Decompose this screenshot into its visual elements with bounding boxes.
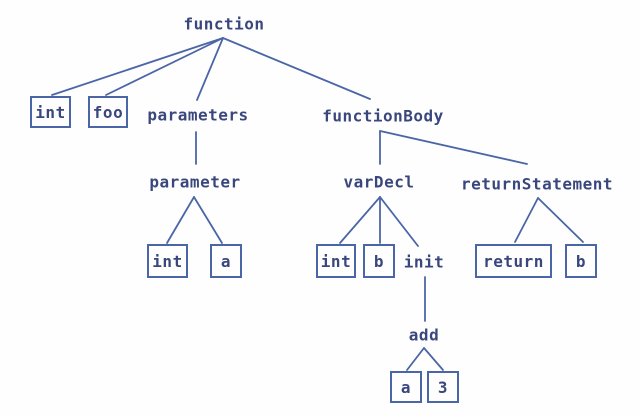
tree-node-return-statement: returnStatement	[461, 174, 613, 194]
tree-node-name-foo: foo	[88, 96, 128, 128]
tree-node-param-name-a: a	[210, 244, 242, 278]
tree-node-var-type-int: int	[316, 244, 356, 278]
tree-node-parameters: parameters	[147, 105, 249, 125]
tree-node-var-name-b: b	[363, 244, 395, 278]
tree-node-function-body: functionBody	[322, 106, 444, 126]
tree-node-operand-3: 3	[427, 371, 459, 403]
tree-node-return-value-b: b	[565, 244, 597, 278]
edge-add-a	[406, 347, 425, 371]
edge-parameter-int	[166, 196, 195, 244]
tree-node-return-keyword: return	[475, 244, 552, 278]
tree-node-init: init	[403, 252, 445, 272]
edge-function-parameters	[196, 37, 224, 101]
edge-vardecl-int	[339, 196, 381, 244]
tree-node-add: add	[408, 325, 440, 345]
tree-node-parameter: parameter	[149, 172, 241, 192]
tree-node-return-type-int: int	[30, 96, 71, 128]
edge-functionbody-returnstatement	[379, 130, 528, 165]
tree-node-function: function	[183, 14, 265, 34]
edge-parameter-a	[193, 196, 223, 244]
edge-returnstatement-return	[514, 197, 539, 243]
edge-vardecl-init	[379, 196, 419, 247]
tree-node-param-type-int: int	[147, 244, 188, 278]
edge-returnstatement-b	[537, 197, 584, 243]
edge-function-functionbody	[222, 37, 371, 100]
edge-function-int	[51, 37, 224, 96]
edge-add-3	[423, 347, 444, 371]
tree-node-operand-a: a	[390, 371, 422, 403]
edge-function-foo	[105, 37, 224, 96]
tree-node-var-decl: varDecl	[343, 172, 415, 192]
